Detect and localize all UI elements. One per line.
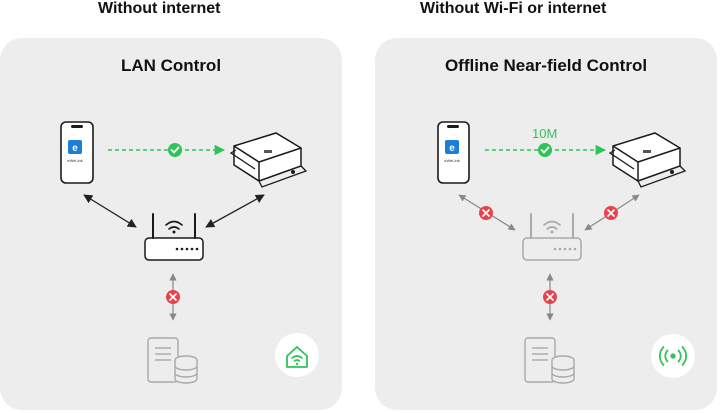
heading-without-wifi-or-internet: Without Wi-Fi or internet [420, 0, 607, 17]
cloud-server-icon [147, 337, 198, 384]
smartphone-icon: e eWeLink [437, 121, 470, 184]
home-wifi-icon [275, 333, 319, 377]
blocked-icon [479, 206, 493, 220]
blocked-icon [543, 290, 557, 304]
phone-router-arrow [83, 194, 137, 228]
blocked-icon [166, 290, 180, 304]
lan-diagram: e eWeLink [60, 121, 319, 384]
panel-title-lan-control: LAN Control [120, 56, 222, 75]
panel-lan-control: LAN Control e eWeLink [0, 38, 342, 410]
app-label: eWeLink [444, 158, 460, 163]
wireless-broadcast-icon [651, 334, 695, 378]
heading-without-internet: Without internet [98, 0, 221, 17]
panel-title-offline-near-field-control: Offline Near-field Control [444, 56, 648, 75]
blocked-icon [604, 206, 618, 220]
smart-device-icon [608, 132, 687, 188]
panel-offline-near-field-control: Offline Near-field Control 10M e eWeLink [375, 38, 717, 410]
smart-device-icon [229, 132, 308, 188]
router-icon [144, 213, 204, 261]
check-icon [168, 143, 182, 157]
app-label: eWeLink [67, 158, 83, 163]
router-icon [522, 213, 582, 261]
near-field-diagram: e eWeLink [437, 121, 695, 384]
check-icon [538, 143, 552, 157]
device-router-arrow [205, 194, 265, 228]
smartphone-icon: e eWeLink [60, 121, 94, 184]
cloud-server-icon [524, 337, 575, 384]
svg-text:e: e [449, 143, 455, 154]
distance-label: 10M [532, 126, 558, 141]
svg-text:e: e [72, 143, 78, 154]
